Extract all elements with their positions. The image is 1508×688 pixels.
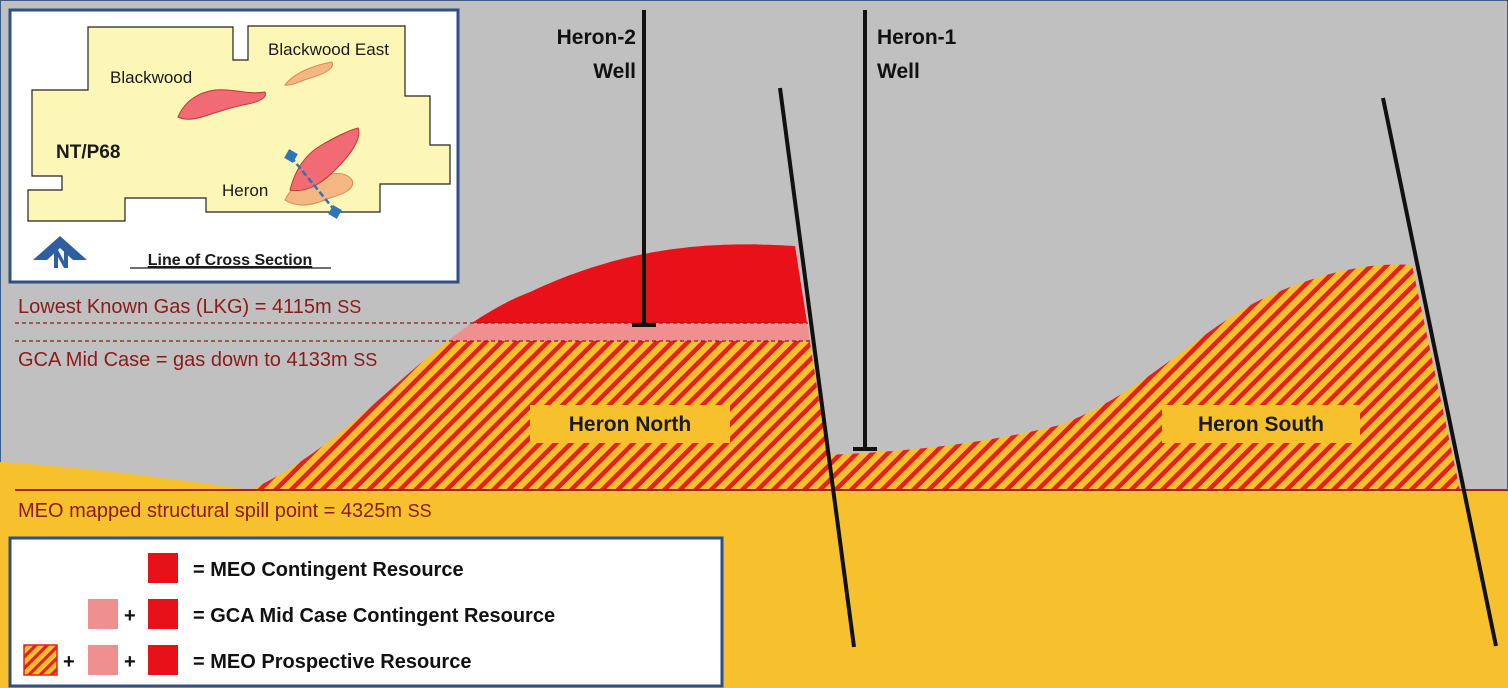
- legend-swatch-contingent: [148, 553, 178, 583]
- heron-2-well-type: Well: [593, 60, 636, 83]
- blackwood-east-field-shape: [284, 61, 334, 86]
- heron-1-well-name: Heron-1: [877, 26, 957, 49]
- legend-swatch-hatch: [23, 644, 58, 676]
- heron-2-well: [632, 10, 656, 327]
- cross-section-line: [290, 156, 337, 213]
- north-arrow-icon: [33, 236, 87, 268]
- fault-east: [1381, 97, 1498, 647]
- cross-section-marker-south: [328, 205, 342, 219]
- heron-north-label-box: [530, 405, 730, 443]
- permit-nt-p68-outline: [27, 25, 451, 222]
- legend-item-prospective: = MEO Prospective Resource: [193, 651, 471, 673]
- spill-point-label: MEO mapped structural spill point = 4325…: [18, 500, 432, 522]
- cross-section-marker-north: [284, 149, 298, 163]
- legend-item-gca: = GCA Mid Case Contingent Resource: [193, 605, 555, 627]
- legend-plus-1: +: [124, 605, 136, 627]
- legend-plus-2: +: [63, 651, 75, 673]
- gca-mid-case-label: GCA Mid Case = gas down to 4133m SS: [18, 349, 377, 371]
- cross-section-caption: Line of Cross Section: [148, 252, 312, 269]
- heron-2-well-name: Heron-2: [557, 26, 636, 49]
- legend-swatch-gca-band: [88, 599, 118, 629]
- inset-location-map: Blackwood East Blackwood NT/P68 Heron Li…: [8, 8, 460, 284]
- legend-item-contingent: = MEO Contingent Resource: [193, 559, 464, 581]
- legend-swatch-prospective-band: [88, 645, 118, 675]
- heron-south-label-box: [1162, 405, 1360, 443]
- blackwood-field-shape: [177, 89, 267, 120]
- heron-south-label: Heron South: [1198, 413, 1324, 436]
- heron-1-well-type: Well: [877, 60, 920, 83]
- fault-west: [778, 87, 856, 648]
- blackwood-east-label: Blackwood East: [268, 40, 389, 59]
- heron-inset-label: Heron: [222, 181, 268, 200]
- legend: = MEO Contingent Resource + = GCA Mid Ca…: [8, 536, 724, 688]
- permit-label: NT/P68: [56, 142, 120, 163]
- legend-swatch-prospective-cap: [148, 645, 178, 675]
- blackwood-label: Blackwood: [110, 68, 192, 87]
- legend-plus-3: +: [124, 651, 136, 673]
- heron-1-well: [853, 10, 877, 451]
- gca-mid-case-band: [400, 323, 833, 341]
- heron-north-label: Heron North: [569, 413, 692, 436]
- heron-north-field-shape: [289, 127, 360, 192]
- lkg-label: Lowest Known Gas (LKG) = 4115m SS: [18, 296, 361, 318]
- legend-swatch-gca-cap: [148, 599, 178, 629]
